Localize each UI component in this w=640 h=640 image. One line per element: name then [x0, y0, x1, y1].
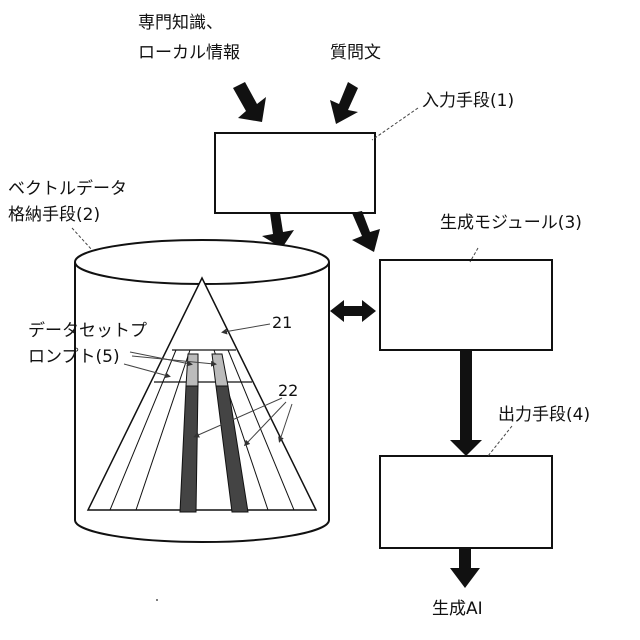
vector-store-leader — [72, 228, 92, 250]
generation-module-label: 生成モジュール(3) — [440, 212, 582, 234]
generated-ai-label: 生成AI — [432, 598, 483, 620]
input-means-leader — [372, 108, 418, 140]
dataset-prompt-label-line2: ロンプト(5) — [28, 346, 120, 368]
local-info-label: ローカル情報 — [138, 42, 240, 64]
expert-knowledge-label: 専門知識、 — [138, 12, 223, 34]
arrow-input-to-generation — [352, 211, 380, 252]
ref-number-22: 22 — [278, 380, 298, 402]
arrow-generation-to-output — [450, 350, 482, 456]
ref-number-21: 21 — [272, 312, 292, 334]
light-band-left — [186, 354, 198, 386]
input-means-label: 入力手段(1) — [422, 90, 514, 112]
vector-store-label-line1: ベクトルデータ — [8, 178, 127, 200]
stray-dot — [156, 599, 158, 601]
bidirectional-arrow — [330, 300, 376, 322]
arrow-output-to-ai — [450, 548, 480, 588]
question-text-label: 質問文 — [330, 42, 381, 64]
vector-store-label-line2: 格納手段(2) — [8, 204, 100, 226]
arrow-question-to-input — [330, 82, 358, 124]
output-means-leader — [488, 426, 512, 456]
input-means-box — [215, 133, 375, 213]
output-means-label: 出力手段(4) — [498, 404, 590, 426]
dataset-prompt-label-line1: データセットプ — [28, 320, 147, 342]
arrow-expert-to-input — [233, 82, 266, 122]
generation-module-box — [380, 260, 552, 350]
output-means-box — [380, 456, 552, 548]
